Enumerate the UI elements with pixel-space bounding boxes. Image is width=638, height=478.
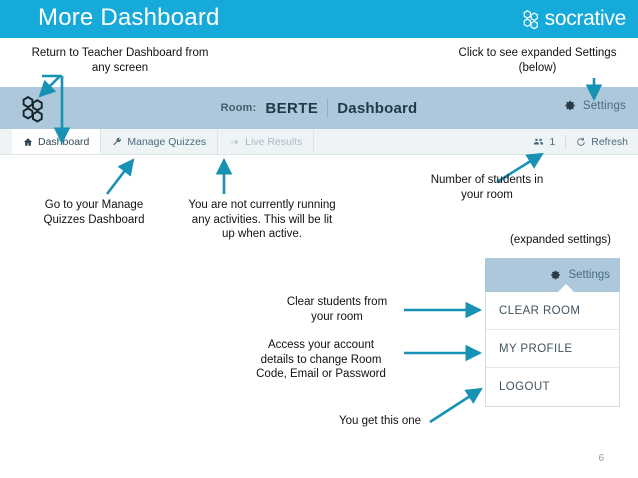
menu-item-clear-room-label: CLEAR ROOM xyxy=(499,304,581,317)
hexagon-cluster-icon xyxy=(22,96,43,123)
nav-tabs: Dashboard Manage Quizzes Live Results xyxy=(12,129,315,154)
annotation-my-profile: Access your account details to change Ro… xyxy=(256,339,386,380)
home-icon xyxy=(23,137,33,146)
expanded-settings-panel: Settings CLEAR ROOM MY PROFILE LOGOUT xyxy=(485,258,620,407)
tab-live-results-label: Live Results xyxy=(245,135,303,148)
brand-name: socrative xyxy=(544,7,627,30)
tab-live-results[interactable]: Live Results xyxy=(218,129,315,154)
wrench-icon xyxy=(113,137,122,145)
menu-item-clear-room[interactable]: CLEAR ROOM xyxy=(486,292,619,330)
tab-manage-quizzes[interactable]: Manage Quizzes xyxy=(101,129,219,154)
caret-up-icon xyxy=(557,284,575,293)
tab-manage-quizzes-label: Manage Quizzes xyxy=(127,135,207,148)
expanded-settings-header[interactable]: Settings xyxy=(485,258,620,293)
tab-dashboard[interactable]: Dashboard xyxy=(12,129,102,154)
menu-item-logout-label: LOGOUT xyxy=(499,381,550,393)
annotation-clear-room: Clear students from your room xyxy=(286,296,388,323)
menu-item-my-profile-label: MY PROFILE xyxy=(499,342,573,355)
divider xyxy=(565,134,567,149)
page-number: 6 xyxy=(598,453,604,464)
nav-bar: Dashboard Manage Quizzes Live Results xyxy=(0,129,638,155)
settings-label: Settings xyxy=(582,99,626,112)
gear-icon xyxy=(565,100,575,111)
hexagon-cluster-icon xyxy=(523,10,538,30)
room-info: Room: BERTE Dashboard xyxy=(0,87,638,129)
arrow-to-logout xyxy=(429,387,483,424)
expanded-settings-label: Settings xyxy=(568,269,610,281)
socrative-brand: socrative xyxy=(520,7,626,31)
menu-item-logout[interactable]: LOGOUT xyxy=(486,368,619,406)
student-count-value: 1 xyxy=(549,135,556,148)
panel-clip-mask xyxy=(620,250,638,430)
arrow-right-icon xyxy=(230,139,239,144)
students-icon xyxy=(534,138,544,144)
page-title: More Dashboard xyxy=(38,4,220,31)
menu-item-my-profile[interactable]: MY PROFILE xyxy=(486,330,619,368)
annotation-expanded-settings-caption: (expanded settings) xyxy=(509,234,611,246)
annotation-student-count: Number of students in your room xyxy=(430,174,544,201)
student-count[interactable]: 1 xyxy=(533,136,565,148)
annotation-manage-quizzes: Go to your Manage Quizzes Dashboard xyxy=(43,199,145,226)
annotation-logout: You get this one xyxy=(338,415,422,427)
app-bar: Room: BERTE Dashboard Settings xyxy=(0,87,638,129)
settings-menu: CLEAR ROOM MY PROFILE LOGOUT xyxy=(485,292,620,407)
refresh-label: Refresh xyxy=(591,135,628,148)
annotation-live-results: You are not currently running any activi… xyxy=(188,199,336,240)
gear-icon xyxy=(551,270,561,280)
refresh-icon xyxy=(577,137,585,146)
room-label: Room: xyxy=(220,102,257,114)
annotation-return-dashboard: Return to Teacher Dashboard from any scr… xyxy=(31,47,209,74)
divider xyxy=(327,98,329,118)
tab-dashboard-label: Dashboard xyxy=(38,135,90,148)
refresh-button[interactable]: Refresh xyxy=(566,136,628,148)
room-code: BERTE xyxy=(265,99,319,117)
app-page-name: Dashboard xyxy=(337,99,418,117)
nav-right-group: 1 Refresh xyxy=(533,129,628,154)
settings-button[interactable]: Settings xyxy=(562,98,626,113)
arrow-to-manage-quizzes xyxy=(105,158,135,195)
slide-title-bar: More Dashboard socrative xyxy=(0,0,638,38)
socrative-hexagon-logo[interactable] xyxy=(18,94,48,129)
annotation-click-settings: Click to see expanded Settings (below) xyxy=(458,47,617,74)
